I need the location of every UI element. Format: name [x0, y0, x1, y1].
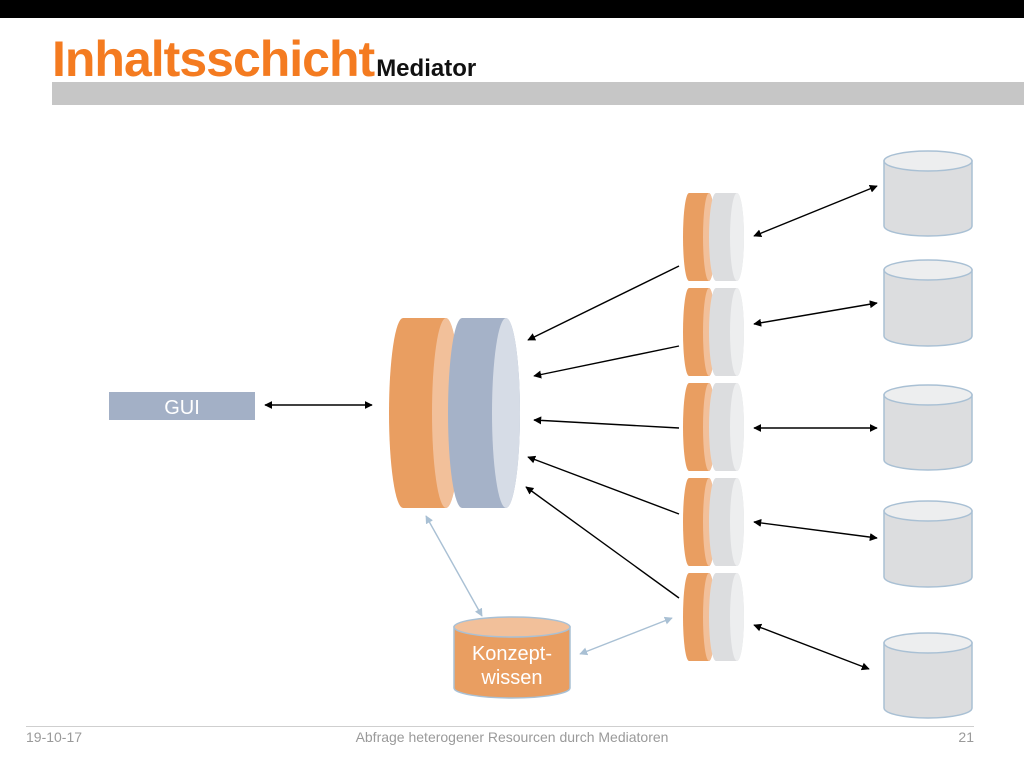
arrow-mediator-knowledge	[425, 515, 483, 617]
mediator-blue-cylinder	[448, 318, 520, 508]
footer-date: 19-10-17	[26, 729, 83, 745]
footer-divider	[26, 726, 974, 727]
arrow-wrapper4-source4	[753, 518, 878, 542]
arrow-wrapper5-source5	[753, 623, 870, 671]
data-source-3	[883, 384, 973, 471]
arrow-wrapper1-mediator	[527, 265, 680, 341]
wrapper-3	[683, 383, 744, 471]
data-source-5	[883, 632, 973, 719]
footer-text: Abfrage heterogener Resourcen durch Medi…	[355, 729, 669, 745]
wrapper-4	[683, 478, 744, 566]
title-underline-bar	[52, 82, 1024, 105]
arrow-wrapper2-source2	[753, 300, 878, 327]
arrow-wrapper5-mediator	[525, 486, 680, 599]
arrow-wrapper3-mediator	[533, 416, 680, 429]
knowledge-label-line2: wissen	[480, 667, 542, 689]
wrapper-2	[683, 288, 744, 376]
knowledge-label-line1: Konzept-	[472, 643, 552, 665]
arrow-wrapper4-mediator	[527, 455, 680, 515]
gui-label: GUI	[164, 397, 200, 419]
wrapper-1	[683, 193, 744, 281]
title-main: Inhaltsschicht	[52, 31, 375, 87]
top-bar	[0, 0, 1024, 18]
wrapper-5	[683, 573, 744, 661]
data-source-4	[883, 500, 973, 588]
page-number: 21	[958, 729, 974, 745]
data-source-2	[883, 259, 973, 347]
knowledge-base-cylinder: Konzept- wissen	[453, 616, 571, 699]
slide-title: InhaltsschichtMediator	[52, 30, 476, 88]
arrow-wrapper1-source1	[753, 185, 878, 237]
arrow-knowledge-wrapper	[579, 616, 673, 656]
arrow-wrapper2-mediator	[533, 345, 680, 379]
data-source-1	[883, 150, 973, 237]
title-sub: Mediator	[376, 55, 477, 82]
gui-box: GUI	[109, 392, 255, 420]
